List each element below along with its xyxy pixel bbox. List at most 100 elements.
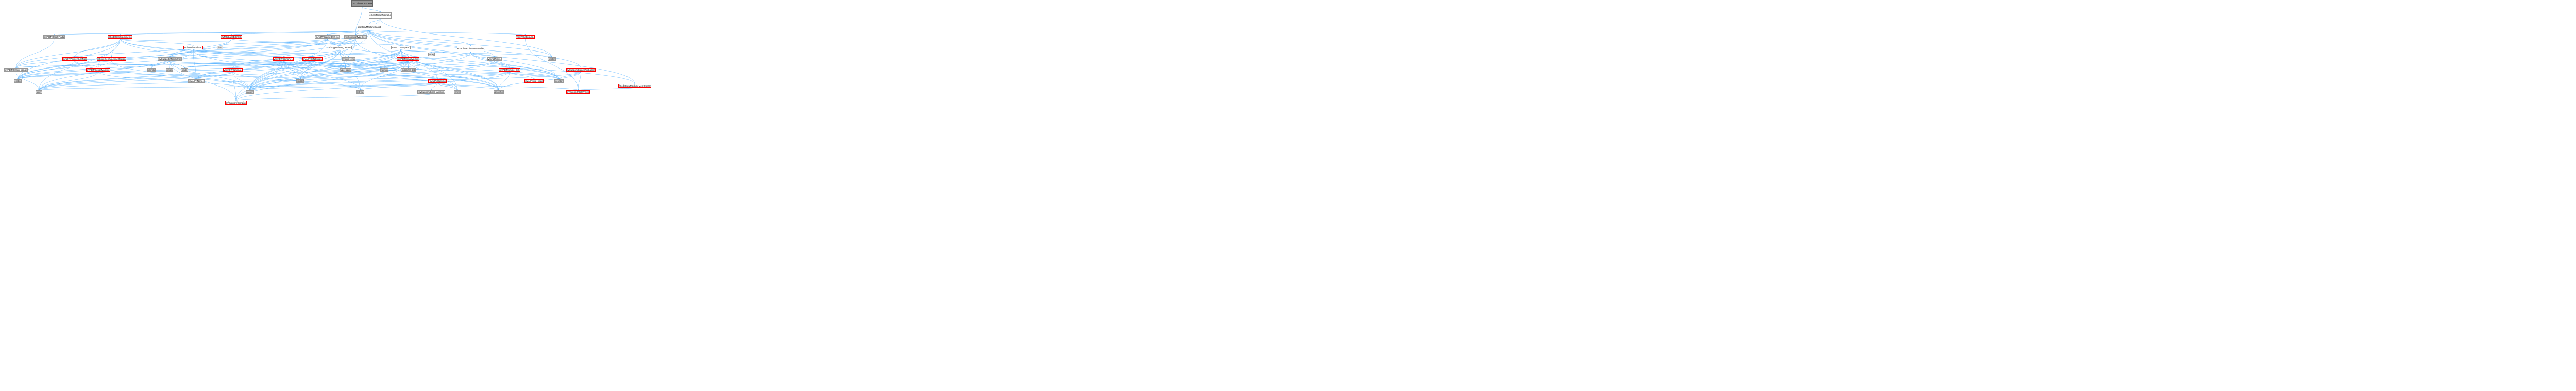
edge-stlextras-to-cassert <box>249 60 313 91</box>
edge-mathextras-to-cassert <box>170 60 250 91</box>
node-limits[interactable]: limits <box>181 68 188 72</box>
node-small-vector[interactable]: llvm/ADT/SmallVector.h <box>397 57 419 61</box>
node-optional[interactable]: llvm/ADT/Optional.h <box>223 68 243 72</box>
edge-stlextras-to-iterator <box>312 60 560 80</box>
edge-stringref-to-limits <box>184 60 284 69</box>
node-string[interactable]: string <box>454 90 461 94</box>
edge-smallvector-to-cstdint <box>17 60 409 80</box>
node-array[interactable]: array <box>428 53 435 56</box>
node-sparse-bit-vector[interactable]: llvm/ADT/SparseBitVector.h <box>315 35 340 39</box>
node-ilist[interactable]: llvm/ADT/ilist.h <box>487 57 502 61</box>
node-riscv-frame-lowering[interactable]: lib/Target/RISCV/RISCVFrameLowering.h <box>351 0 373 7</box>
node-system-error[interactable]: system_error <box>342 57 355 61</box>
node-raw-ostream[interactable]: llvm/Support/raw_ostream.h <box>328 46 352 49</box>
edge-machineinstr-to-arrayref <box>120 38 401 46</box>
edge-densemapinfo-to-utility <box>38 71 98 91</box>
node-utility[interactable]: utility <box>36 90 42 94</box>
node-cassert[interactable]: cassert <box>246 90 254 94</box>
node-machine-operand[interactable]: llvm/CodeGen/MachineOperand.h <box>97 57 126 61</box>
node-cmath[interactable]: cmath <box>166 68 173 72</box>
node-list[interactable]: list <box>217 46 223 49</box>
node-dense-map-info[interactable]: llvm/ADT/DenseMapInfo.h <box>86 68 110 72</box>
node-branch-probability[interactable]: llvm/Support/BranchProbability.h <box>566 68 596 72</box>
node-type-traits[interactable]: type_traits <box>340 68 351 72</box>
edge-hashing-to-cassert <box>249 82 438 91</box>
edge-rawostream-to-string <box>340 49 458 91</box>
node-compiler[interactable]: llvm/Support/Compiler.h <box>225 101 247 105</box>
node-pointer-sum-type[interactable]: llvm/ADT/PointerSumType.h <box>62 57 87 61</box>
node-machine-basic-block[interactable]: llvm/CodeGen/MachineBasicBlock.h <box>358 24 381 30</box>
node-iterator-range[interactable]: llvm/ADT/iterator_range.h <box>4 68 28 72</box>
include-dependency-graph: lib/Target/RISCV/RISCVFrameLowering.h ll… <box>0 0 701 106</box>
edge-machineinstr-to-utility <box>38 38 121 91</box>
node-iterator[interactable]: iterator <box>554 79 564 83</box>
node-target-frame-lowering[interactable]: llvm/CodeGen/TargetFrameLowering.h <box>369 12 392 19</box>
edge-smallset-to-stlextras <box>193 49 313 58</box>
edge-arrayref-to-memory <box>384 49 401 69</box>
node-machine-mem-operand[interactable]: llvm/CodeGen/MachineMemOperand.h <box>618 84 651 88</box>
edge-stringref-to-compiler <box>235 60 284 101</box>
node-lane-bitmask[interactable]: llvm/MC/LaneBitmask.h <box>221 35 242 39</box>
edge-smallvector-to-compiler <box>235 60 409 101</box>
node-cstdint[interactable]: cstdint <box>14 79 22 83</box>
edge-densemapinfo-to-cassert <box>98 71 250 91</box>
edge-stringref-to-typetraits <box>283 60 346 69</box>
node-math-extras[interactable]: llvm/Support/MathExtras.h <box>158 57 182 61</box>
edge-stlextras-to-utility <box>38 60 313 91</box>
edge-stringref-to-algorithm <box>283 60 499 91</box>
edge-branchprob-to-datatypes <box>578 71 581 91</box>
node-machine-instr[interactable]: llvm/CodeGen/MachineInstr.h <box>108 35 132 39</box>
node-small-set[interactable]: llvm/ADT/SmallSet.h <box>183 46 203 49</box>
edges-layer <box>15 6 635 101</box>
edge-errorhandling-to-compiler <box>235 93 432 101</box>
node-none[interactable]: llvm/ADT/None.h <box>188 79 205 83</box>
node-vector[interactable]: vector <box>548 57 556 61</box>
node-debug-loc[interactable]: llvm/IR/DebugLoc.h <box>516 35 535 39</box>
edge-ilist-to-iterator <box>494 60 560 80</box>
edge-stlextras-to-cstddef <box>300 60 313 80</box>
node-ilist-node[interactable]: llvm/ADT/ilist_node.h <box>524 79 544 83</box>
edge-hashing-to-string <box>437 82 458 91</box>
node-data-types[interactable]: llvm/Support/DataTypes.h <box>566 90 590 94</box>
node-type-size[interactable]: llvm/Support/TypeSize.h <box>344 35 367 39</box>
edge-arrayref-to-cassert <box>249 49 401 91</box>
edge-rawostream-to-systemerror <box>340 49 349 58</box>
edge-root-to-typesize <box>355 6 363 36</box>
node-error-handling[interactable]: llvm/Support/ErrorHandling.h <box>417 90 445 94</box>
edge-machineoperand-to-cassert <box>111 60 250 91</box>
node-climits[interactable]: climits <box>147 68 156 72</box>
edge-smallset-to-none <box>193 49 197 80</box>
edge-hashing-to-utility <box>38 82 438 91</box>
node-hashing[interactable]: llvm/ADT/Hashing.h <box>428 79 447 83</box>
node-machine-instr-bundle-iterator[interactable]: llvm/CodeGen/MachineInstrBundleIterator.… <box>457 46 484 52</box>
edge-mbb-to-vector <box>369 30 552 58</box>
edge-tfl-to-vector <box>380 18 552 58</box>
node-graph-traits[interactable]: llvm/ADT/GraphTraits.h <box>43 35 65 39</box>
edge-stlextras-to-iterrange <box>15 60 313 69</box>
node-stl-extras[interactable]: llvm/ADT/STLExtras.h <box>302 57 323 61</box>
edge-machineinstr-to-ptrsumtype <box>74 38 121 58</box>
edge-mbb-to-graphtraits <box>54 30 370 36</box>
edge-stlextras-to-cstdint <box>17 60 313 80</box>
edge-typesize-to-rawostream <box>339 38 356 46</box>
edge-hashing-to-errorhandling <box>431 82 438 91</box>
edge-optional-to-compiler <box>232 71 236 101</box>
edge-bundleiter-to-cassert <box>249 52 471 91</box>
node-cstring[interactable]: cstring <box>356 90 364 94</box>
edge-ptrsumtype-to-densemapinfo <box>74 60 99 69</box>
edge-densemapinfo-to-cstdint <box>17 71 98 80</box>
node-algorithm[interactable]: algorithm <box>494 90 504 94</box>
edge-mbb-to-machineinstr <box>120 30 370 36</box>
node-string-ref[interactable]: llvm/ADT/StringRef.h <box>273 57 294 61</box>
node-memory[interactable]: memory <box>380 68 388 72</box>
node-simple-ilist[interactable]: llvm/ADT/simple_ilist.h <box>499 68 520 72</box>
edge-mbb-to-memoperand <box>369 30 635 84</box>
edge-stlextras-to-initlist <box>312 60 409 69</box>
node-cstddef[interactable]: cstddef <box>296 79 304 83</box>
edge-smallvector-to-cstddef <box>300 60 409 80</box>
node-initializer-list[interactable]: initializer_list <box>401 68 416 72</box>
node-array-ref[interactable]: llvm/ADT/ArrayRef.h <box>391 46 411 49</box>
edge-hashing-to-cstring <box>360 82 438 91</box>
edge-simpleilist-to-cassert <box>249 71 510 91</box>
edge-machineinstr-to-typetraits <box>120 38 346 69</box>
